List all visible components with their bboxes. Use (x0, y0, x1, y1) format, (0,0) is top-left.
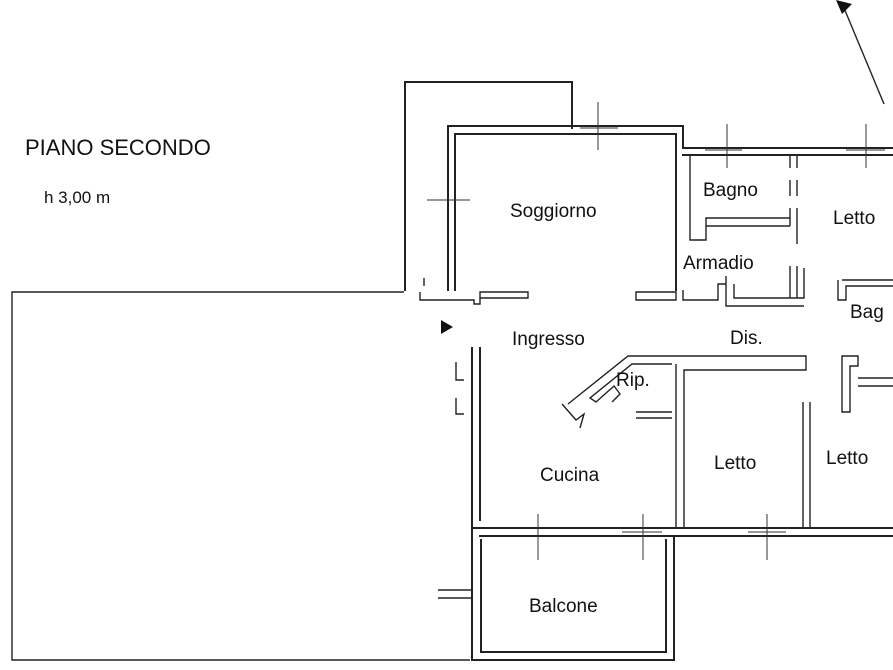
entrance-arrow-icon (441, 320, 453, 334)
exterior-walls (447, 125, 893, 661)
upper-parapet (404, 81, 573, 291)
terrace-outline (11, 291, 470, 661)
floor-height: h 3,00 m (44, 188, 110, 207)
room-label-rip: Rip. (616, 370, 650, 391)
room-label-armadio: Armadio (683, 253, 754, 274)
room-label-letto-top: Letto (833, 208, 875, 229)
north-arrow-icon (836, 0, 885, 105)
room-label-cucina: Cucina (540, 465, 600, 486)
room-label-balcone: Balcone (529, 596, 598, 617)
windows (427, 102, 885, 560)
room-label-letto-mid: Letto (714, 453, 756, 474)
floor-title: PIANO SECONDO (25, 135, 211, 160)
room-label-bagno-2: Bag (850, 302, 884, 323)
room-label-letto-right: Letto (826, 448, 868, 469)
room-label-ingresso: Ingresso (512, 329, 585, 350)
room-label-bagno: Bagno (703, 180, 758, 201)
room-label-dis: Dis. (730, 328, 763, 349)
room-label-soggiorno: Soggiorno (510, 201, 597, 222)
interior-walls (419, 155, 893, 599)
